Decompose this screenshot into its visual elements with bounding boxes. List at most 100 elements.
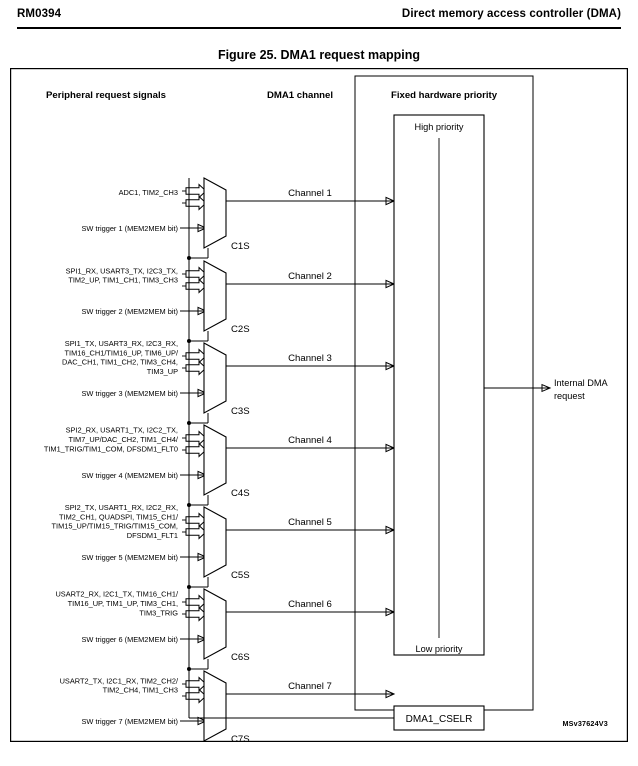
internal-dma-request-label-line2: request bbox=[554, 391, 585, 401]
channel-output-arrow-c6 bbox=[385, 607, 396, 617]
peripheral-request-arrow-c7-b bbox=[185, 688, 207, 704]
channel-output-arrow-c1 bbox=[385, 196, 396, 206]
peripheral-signals-c7-line1: USART2_TX, I2C1_RX, TIM2_CH2/ bbox=[60, 676, 179, 685]
peripheral-signals-c3-line1: SPI1_TX, USART3_RX, I2C3_RX, bbox=[65, 339, 178, 348]
sw-trigger-arrow-c1 bbox=[197, 223, 208, 233]
channel-block-c3: SPI1_TX, USART3_RX, I2C3_RX,TIM16_CH1/TI… bbox=[62, 339, 396, 425]
channel-output-arrow-c4 bbox=[385, 443, 396, 453]
peripheral-signals-c6-line2: TIM16_UP, TIM1_UP, TIM3_CH1, bbox=[68, 599, 178, 608]
mux-label-c3: C3S bbox=[231, 406, 250, 417]
peripheral-signals-c7-line2: TIM2_CH4, TIM1_CH3 bbox=[103, 686, 178, 695]
internal-dma-request-label-line1: Internal DMA bbox=[554, 378, 608, 388]
sw-trigger-arrow-c2 bbox=[197, 306, 208, 316]
internal-dma-request-arrowhead bbox=[541, 383, 552, 393]
peripheral-request-arrow-c7-a bbox=[185, 676, 207, 692]
figure-border bbox=[10, 68, 628, 742]
peripheral-signals-c1-line1: ADC1, TIM2_CH3 bbox=[119, 188, 178, 197]
peripheral-signals-c6-line1: USART2_RX, I2C1_TX, TIM16_CH1/ bbox=[55, 590, 178, 599]
channel-block-c2: SPI1_RX, USART3_TX, I2C3_TX,TIM2_UP, TIM… bbox=[66, 260, 396, 343]
channel-output-arrow-c2 bbox=[385, 279, 396, 289]
channel-label-c7: Channel 7 bbox=[288, 681, 332, 692]
multiplexer-c2[interactable] bbox=[203, 260, 227, 332]
dma1-request-mapping-diagram: Peripheral request signals DMA1 channel … bbox=[10, 68, 628, 742]
peripheral-signals-c5-line3: TIM15_UP/TIM15_TRIG/TIM15_COM, bbox=[52, 522, 179, 531]
sw-trigger-arrow-c3 bbox=[197, 388, 208, 398]
column-heading-peripheral: Peripheral request signals bbox=[46, 90, 166, 101]
column-heading-priority: Fixed hardware priority bbox=[391, 90, 498, 101]
sw-trigger-label-c7: SW trigger 7 (MEM2MEM bit) bbox=[81, 717, 178, 726]
multiplexer-c5[interactable] bbox=[203, 506, 227, 578]
channel-blocks-layer: ADC1, TIM2_CH3 SW trigger 1 (MEM2MEM bit)… bbox=[44, 177, 396, 742]
channel-label-c6: Channel 6 bbox=[288, 599, 332, 610]
sw-trigger-arrow-c7 bbox=[197, 716, 208, 726]
peripheral-signals-c3-line4: TIM3_UP bbox=[147, 367, 178, 376]
peripheral-request-arrow-c3-b bbox=[185, 360, 207, 376]
mux-label-c1: C1S bbox=[231, 241, 250, 252]
dma1-cselr-box[interactable] bbox=[393, 705, 485, 731]
peripheral-request-arrow-c1-b bbox=[185, 195, 207, 211]
channel-block-c5: SPI2_TX, USART1_RX, I2C2_RX,TIM2_CH1, QU… bbox=[52, 503, 396, 589]
peripheral-request-arrow-c5-a bbox=[185, 512, 207, 528]
sw-trigger-label-c1: SW trigger 1 (MEM2MEM bit) bbox=[81, 224, 178, 233]
peripheral-signals-c5-line1: SPI2_TX, USART1_RX, I2C2_RX, bbox=[65, 503, 178, 512]
channel-block-c7: USART2_TX, I2C1_RX, TIM2_CH2/TIM2_CH4, T… bbox=[60, 670, 396, 742]
peripheral-signals-c4-line3: TIM1_TRIG/TIM1_COM, DFSDM1_FLT0 bbox=[44, 444, 178, 453]
channel-label-c2: Channel 2 bbox=[288, 271, 332, 282]
multiplexer-c6[interactable] bbox=[203, 588, 227, 660]
peripheral-signals-c2-line2: TIM2_UP, TIM1_CH1, TIM3_CH3 bbox=[68, 276, 178, 285]
channel-output-arrow-c5 bbox=[385, 525, 396, 535]
figure-reference-id: MSv37624V3 bbox=[562, 719, 608, 728]
peripheral-signals-c5-line4: DFSDM1_FLT1 bbox=[127, 531, 178, 540]
peripheral-request-arrow-c1-a bbox=[185, 183, 207, 199]
peripheral-signals-c5-line2: TIM2_CH1, QUADSPI, TIM15_CH1/ bbox=[59, 512, 179, 521]
dma1-cselr-label: DMA1_CSELR bbox=[406, 714, 473, 725]
sw-trigger-label-c6: SW trigger 6 (MEM2MEM bit) bbox=[81, 635, 178, 644]
channel-block-c1: ADC1, TIM2_CH3 SW trigger 1 (MEM2MEM bit)… bbox=[81, 177, 396, 260]
peripheral-signals-c3-line2: TIM16_CH1/TIM16_UP, TIM6_UP/ bbox=[65, 348, 179, 357]
peripheral-request-arrow-c4-a bbox=[185, 430, 207, 446]
chapter-title: Direct memory access controller (DMA) bbox=[401, 8, 621, 20]
mux-label-c6: C6S bbox=[231, 652, 250, 663]
figure-caption: Figure 25. DMA1 request mapping bbox=[217, 48, 421, 62]
channel-block-c4: SPI2_RX, USART1_TX, I2C2_TX,TIM7_UP/DAC_… bbox=[44, 424, 396, 507]
sw-trigger-label-c2: SW trigger 2 (MEM2MEM bit) bbox=[81, 307, 178, 316]
column-heading-channel: DMA1 channel bbox=[267, 90, 333, 101]
mux-label-c4: C4S bbox=[231, 488, 250, 499]
peripheral-request-arrow-c6-b bbox=[185, 606, 207, 622]
figure-dma1-request-mapping: Peripheral request signals DMA1 channel … bbox=[10, 68, 628, 742]
sw-trigger-label-c5: SW trigger 5 (MEM2MEM bit) bbox=[81, 553, 178, 562]
sw-trigger-arrow-c4 bbox=[197, 470, 208, 480]
peripheral-signals-c6-line3: TIM3_TRIG bbox=[139, 608, 178, 617]
high-priority-label: High priority bbox=[414, 122, 463, 132]
document-number: RM0394 bbox=[17, 8, 62, 20]
page-header: RM0394 Direct memory access controller (… bbox=[0, 0, 638, 34]
sw-trigger-label-c4: SW trigger 4 (MEM2MEM bit) bbox=[81, 471, 178, 480]
peripheral-request-arrow-c6-a bbox=[185, 594, 207, 610]
mux-label-c5: C5S bbox=[231, 570, 250, 581]
channel-label-c1: Channel 1 bbox=[288, 188, 332, 199]
channel-block-c6: USART2_RX, I2C1_TX, TIM16_CH1/TIM16_UP, … bbox=[55, 588, 396, 671]
multiplexer-c1[interactable] bbox=[203, 177, 227, 249]
sw-trigger-arrow-c5 bbox=[197, 552, 208, 562]
peripheral-request-arrow-c4-b bbox=[185, 442, 207, 458]
peripheral-request-arrow-c3-a bbox=[185, 348, 207, 364]
low-priority-label: Low priority bbox=[416, 644, 463, 654]
channel-label-c5: Channel 5 bbox=[288, 517, 332, 528]
peripheral-request-arrow-c2-b bbox=[185, 278, 207, 294]
channel-output-arrow-c3 bbox=[385, 361, 396, 371]
mux-label-c2: C2S bbox=[231, 324, 250, 335]
channel-output-arrow-c7 bbox=[385, 689, 396, 699]
peripheral-signals-c3-line3: DAC_CH1, TIM1_CH2, TIM3_CH4, bbox=[62, 358, 178, 367]
mux-label-c7: C7S bbox=[231, 734, 250, 742]
channel-label-c3: Channel 3 bbox=[288, 353, 332, 364]
multiplexer-c7[interactable] bbox=[203, 670, 227, 742]
peripheral-request-arrow-c5-b bbox=[185, 524, 207, 540]
peripheral-signals-c4-line1: SPI2_RX, USART1_TX, I2C2_TX, bbox=[66, 426, 178, 435]
multiplexer-c4[interactable] bbox=[203, 424, 227, 496]
multiplexer-c3[interactable] bbox=[203, 342, 227, 414]
channel-label-c4: Channel 4 bbox=[288, 435, 332, 446]
peripheral-request-arrow-c2-a bbox=[185, 266, 207, 282]
sw-trigger-arrow-c6 bbox=[197, 634, 208, 644]
sw-trigger-label-c3: SW trigger 3 (MEM2MEM bit) bbox=[81, 389, 178, 398]
